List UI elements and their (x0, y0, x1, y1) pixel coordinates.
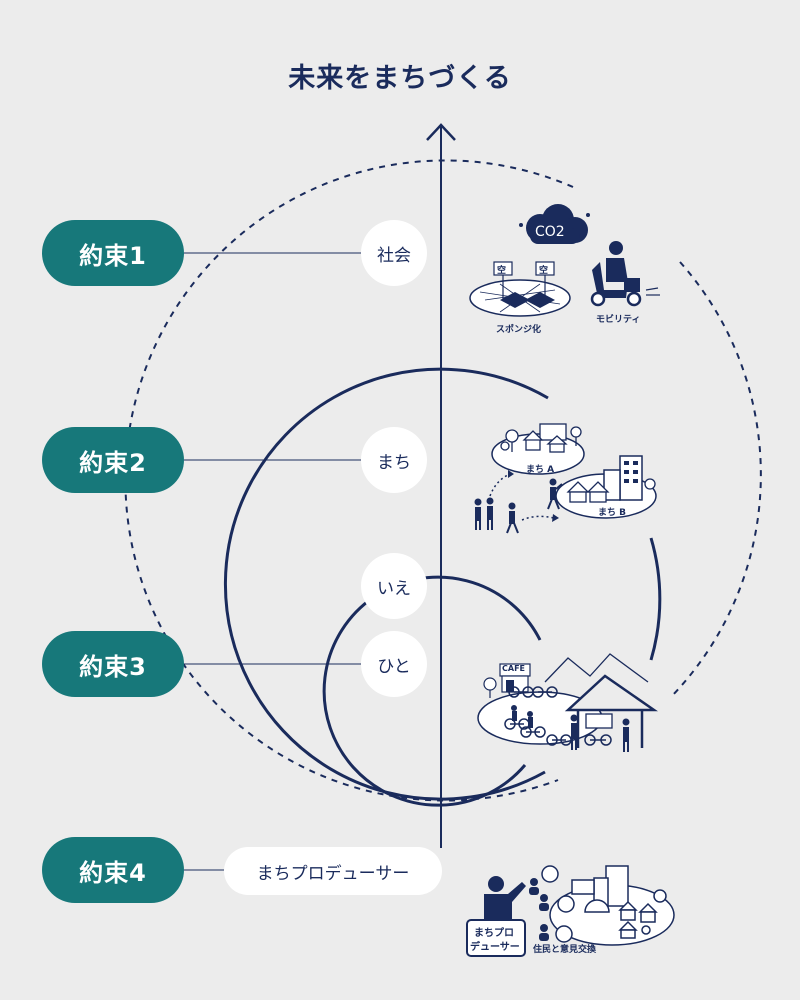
producer-badge-line2: デューサー (470, 942, 520, 953)
mountain-icon (544, 653, 649, 683)
speech-bubbles-icon (541, 865, 575, 943)
mobility-scooter-icon (590, 241, 660, 307)
residents-group-icon (529, 878, 549, 941)
co2-label: CO2 (535, 224, 565, 240)
producer-badge-line1: まちプロ (474, 928, 514, 939)
vacant-sign-icon (493, 261, 513, 276)
promise-3-badge: 約束3 (42, 631, 184, 697)
town-b-buildings-icon (566, 455, 656, 503)
promise-4-badge: 約束4 (42, 837, 184, 903)
society-dashed-arc-right (669, 261, 762, 699)
cafe-icon (483, 663, 531, 698)
vacant-lot-icon (525, 292, 555, 308)
town-illustration (474, 423, 657, 534)
vacant-sign-label: 空 (539, 266, 549, 276)
producer-badge (466, 919, 526, 957)
sponge-label: スポンジ化 (496, 325, 542, 335)
town-circle (223, 367, 549, 801)
topic-home-bubble: いえ (361, 553, 427, 619)
town-arc-right (649, 537, 662, 661)
promise-1-badge: 約束1 (42, 220, 184, 286)
city-buildings-icon (571, 865, 667, 939)
moving-people-icon (474, 478, 563, 534)
co2-cloud-icon (519, 204, 590, 244)
promise-2-badge: 約束2 (42, 427, 184, 493)
vacant-lot-icon (500, 292, 530, 308)
topic-town-bubble: まち (361, 427, 427, 493)
residents-icon (570, 714, 630, 752)
topic-producer-bubble: まちプロデューサー (224, 847, 442, 895)
exchange-label: 住民と意見交換 (533, 945, 597, 955)
future-arrow-head (426, 123, 456, 141)
cafe-sign-label: CAFE (502, 664, 525, 673)
town-b-label: まち B (598, 508, 626, 518)
producer-illustration (466, 865, 675, 957)
people-illustration (477, 653, 658, 752)
topic-society-bubble: 社会 (361, 220, 427, 286)
vacant-sign-label: 空 (497, 266, 507, 276)
page-title: 未来をまちづくる (288, 63, 512, 94)
house-icon (564, 674, 658, 748)
mobility-label: モビリティ (596, 315, 641, 325)
producer-person-icon (484, 876, 526, 922)
society-illustration (469, 204, 660, 317)
town-a-label: まち A (526, 465, 555, 475)
topic-person-bubble: ひと (361, 631, 427, 697)
home-circle (322, 575, 542, 807)
vacant-sign-icon (535, 261, 555, 276)
